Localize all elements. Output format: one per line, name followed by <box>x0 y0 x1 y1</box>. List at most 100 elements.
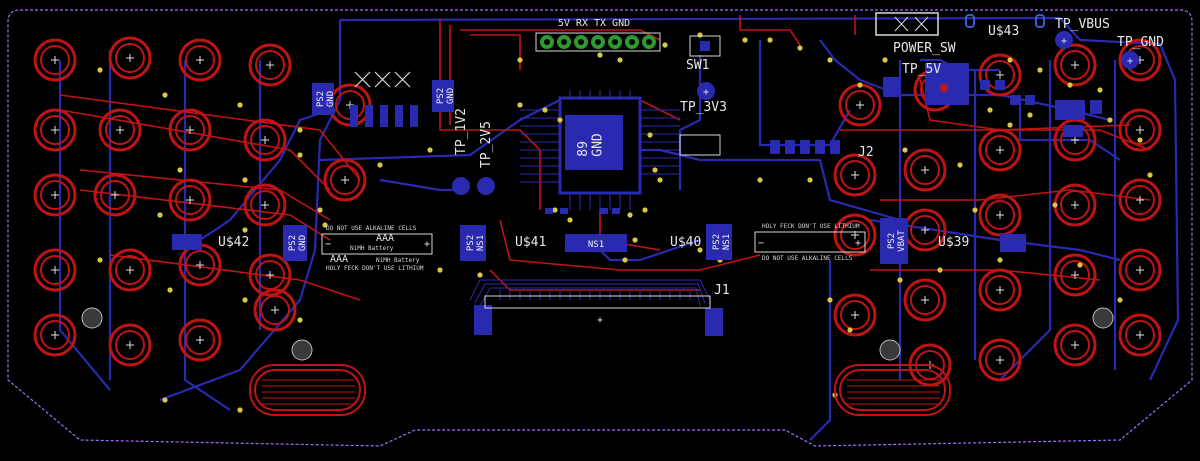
keypad-pad-origin <box>851 171 859 179</box>
keypad-pad-origin <box>1136 266 1144 274</box>
keypad-pad-origin <box>921 296 929 304</box>
label-tp-3v3: TP_3V3 <box>680 100 727 115</box>
via <box>1052 202 1058 208</box>
keypad-pad-origin <box>51 191 59 199</box>
keypad-pad-inner <box>185 250 215 280</box>
via <box>627 212 633 218</box>
connector-j1-origin: + <box>597 315 603 326</box>
keypad-pad-inner <box>840 160 870 190</box>
via <box>632 237 638 243</box>
pad-label-ps2-gnd-c: PS2GND <box>288 235 308 251</box>
keypad-pad <box>1053 253 1097 297</box>
label-tp-gnd: TP_GND <box>1117 35 1164 50</box>
keypad-pad-inner <box>40 255 70 285</box>
via <box>827 297 833 303</box>
keypad-pad-origin <box>126 266 134 274</box>
keypad-pad-inner <box>985 135 1015 165</box>
via <box>427 147 433 153</box>
via <box>97 67 103 73</box>
keypad-pad-origin <box>921 166 929 174</box>
via <box>557 117 563 123</box>
header-pin-hole <box>544 39 550 45</box>
keypad-pad-inner <box>330 165 360 195</box>
via <box>622 257 628 263</box>
keypad-pad <box>93 173 137 217</box>
keypad-pad-origin <box>856 101 864 109</box>
keypad-pad-origin <box>261 136 269 144</box>
keypad-pad-origin <box>261 201 269 209</box>
via <box>897 277 903 283</box>
via <box>697 247 703 253</box>
label-tp-2v5: TP_2V5 <box>479 121 494 168</box>
label-tp-5v: TP_5V <box>902 62 941 77</box>
keypad-pad <box>33 173 77 217</box>
via <box>517 102 523 108</box>
label-tp-1v2: TP_1V2 <box>454 108 469 155</box>
via <box>742 37 748 43</box>
keypad-pad-inner <box>910 155 940 185</box>
keypad-pad <box>243 118 287 162</box>
pad-label-ps2-ns1-a: PS2NS1 <box>466 235 486 251</box>
keypad-pad <box>108 323 152 367</box>
via <box>1137 137 1143 143</box>
vias <box>97 32 1153 413</box>
keypad-pad-origin <box>271 306 279 314</box>
keypad-pad-origin <box>1071 136 1079 144</box>
bottom-copper-traces <box>58 16 1180 441</box>
keypad-pad-inner <box>185 325 215 355</box>
keypad-pad-inner <box>840 220 870 250</box>
via <box>697 32 703 38</box>
keypad-pad-origin <box>51 126 59 134</box>
keypad-pad-inner <box>175 185 205 215</box>
keypad-pad-inner <box>910 215 940 245</box>
keypad-pad-origin <box>996 211 1004 219</box>
keypad-pad-origin <box>186 126 194 134</box>
keypad-pad-inner <box>985 275 1015 305</box>
right-cluster <box>980 80 1102 137</box>
via <box>97 257 103 263</box>
via <box>567 217 573 223</box>
keypad-pad-inner <box>250 125 280 155</box>
label-j2: J2 <box>858 145 874 160</box>
via <box>477 272 483 278</box>
keypad-pad <box>903 148 947 192</box>
battery-minus-left: − <box>325 239 331 250</box>
svg-text:+: + <box>1127 56 1133 67</box>
via <box>807 177 813 183</box>
keypad-pad-inner <box>845 90 875 120</box>
keypad-pad-origin <box>51 266 59 274</box>
keypad-pad-origin <box>126 341 134 349</box>
via <box>517 57 523 63</box>
keypad-pad-origin <box>851 311 859 319</box>
label-j1: J1 <box>714 283 730 298</box>
via <box>1027 112 1033 118</box>
keypad-pad-origin <box>1071 271 1079 279</box>
label-u40: U$40 <box>670 235 701 250</box>
header-pin-hole <box>578 39 584 45</box>
battery-plus-right: + <box>855 238 861 249</box>
warn-alkaline-left: DO NOT USE ALKALINE CELLS <box>326 225 417 232</box>
keypad-pad <box>833 213 877 257</box>
label-u43: U$43 <box>988 24 1019 39</box>
keypad-pad-origin <box>266 271 274 279</box>
designator-labels: TP_VBUS TP_GND TP_5V TP_3V3 TP_1V2 TP_2V… <box>218 17 1164 298</box>
via <box>377 162 383 168</box>
keypad-pad-origin <box>196 261 204 269</box>
keypad-pad <box>33 313 77 357</box>
test-points: + + + <box>452 14 1139 195</box>
pad-label-ps2-gnd-b: PS2GND <box>436 88 456 104</box>
via <box>1147 172 1153 178</box>
via <box>652 167 658 173</box>
keypad-pad-origin <box>126 54 134 62</box>
keypad-pad-inner <box>1060 190 1090 220</box>
svg-text:+: + <box>1061 36 1067 47</box>
nimh-label-left-top: NiMH Battery <box>350 245 394 252</box>
keypad-pad-inner <box>985 200 1015 230</box>
keypad-pad <box>33 38 77 82</box>
shoulder-pad-fingers <box>262 379 940 405</box>
via <box>857 82 863 88</box>
label-u41: U$41 <box>515 235 546 250</box>
keypad-pad-inner <box>1125 320 1155 350</box>
keypad-pad-inner <box>115 43 145 73</box>
via <box>322 222 328 228</box>
